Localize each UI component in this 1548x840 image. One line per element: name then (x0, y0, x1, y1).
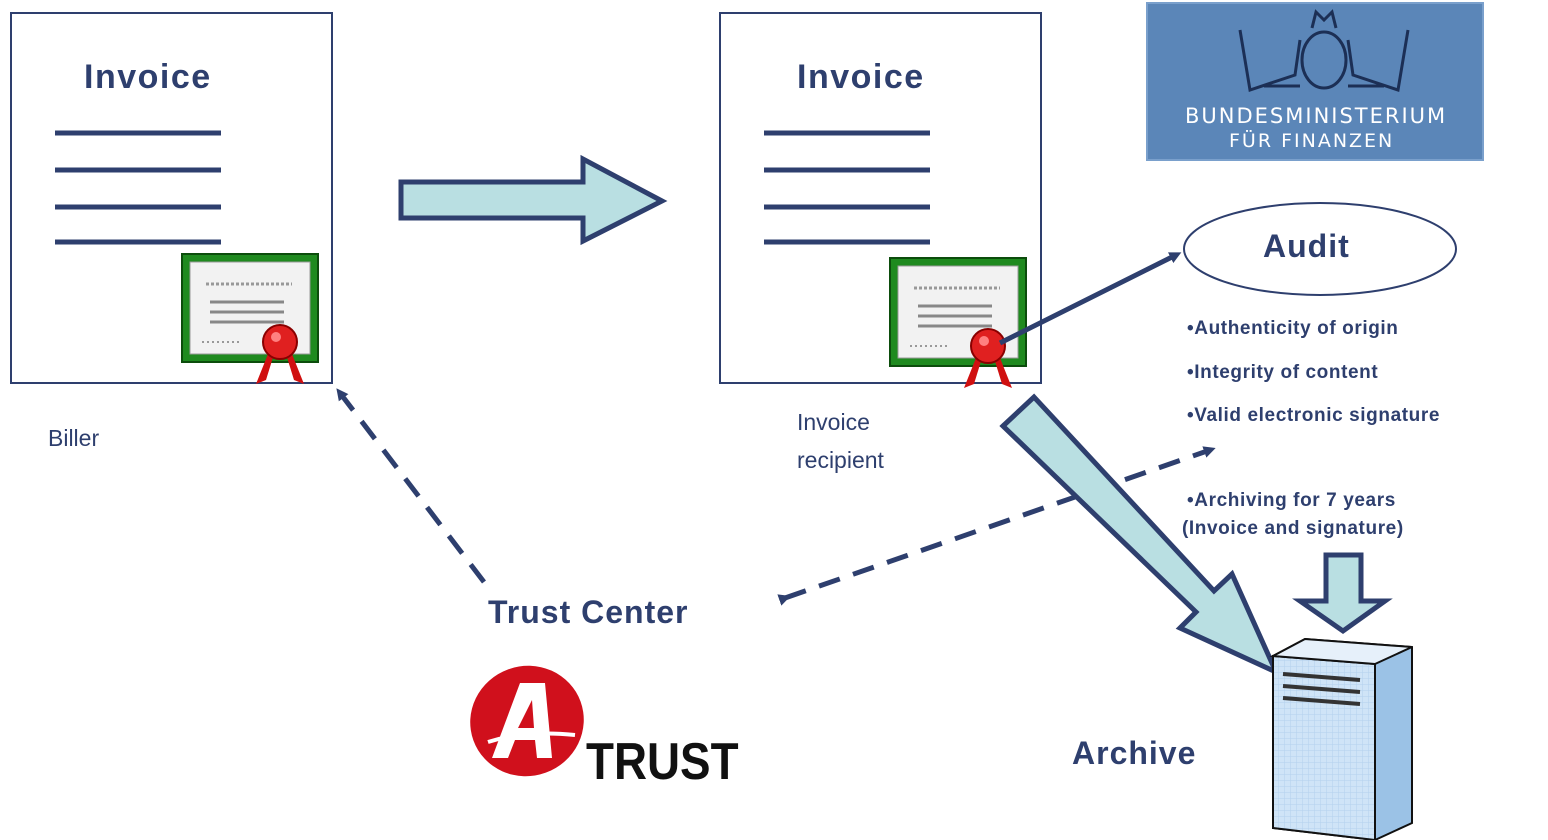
recipient-caption-line-1: Invoice (797, 409, 870, 435)
archiving-line-1: •Archiving for 7 years (1187, 490, 1396, 511)
ministry-logo-line-2: FÜR FINANZEN (1229, 130, 1395, 152)
recipient-invoice-title: Invoice (797, 58, 925, 96)
audit-label: Audit (1263, 228, 1350, 264)
biller-invoice-title: Invoice (84, 58, 212, 96)
biller-certificate-icon (181, 253, 319, 384)
audit-arrow (998, 252, 1182, 346)
trust-to-biller-dashed-arrow (336, 388, 486, 584)
transfer-arrow (398, 154, 668, 246)
biller-caption: Biller (48, 425, 100, 451)
a-trust-logo-word: TRUST (586, 733, 739, 791)
biller-invoice-lines (55, 130, 221, 245)
biller-invoice-document (10, 12, 333, 384)
recipient-caption-line-2: recipient (797, 447, 884, 473)
archive-server-icon (1269, 637, 1413, 840)
recipient-certificate-icon (889, 257, 1027, 388)
trust-audit-dashed-arrow (777, 446, 1216, 606)
archive-diagonal-arrow (999, 393, 1282, 678)
ministry-of-finance-logo (1146, 2, 1484, 161)
archive-down-arrow (1292, 552, 1393, 635)
biller-seal-icon (256, 324, 304, 384)
audit-ellipse (1183, 202, 1457, 296)
audit-check-integrity: •Integrity of content (1187, 362, 1379, 383)
archive-label: Archive (1072, 735, 1197, 771)
recipient-seal-icon (964, 328, 1012, 388)
a-trust-logo (470, 665, 584, 777)
ministry-logo-line-1: BUNDESMINISTERIUM (1185, 104, 1448, 128)
austrian-eagle-emblem-icon (1238, 9, 1410, 92)
audit-check-signature: •Valid electronic signature (1187, 405, 1441, 426)
recipient-invoice-lines (764, 130, 930, 245)
audit-check-authenticity: •Authenticity of origin (1187, 318, 1399, 339)
trust-center-label: Trust Center (488, 594, 689, 630)
recipient-invoice-document (719, 12, 1042, 388)
archiving-line-2: (Invoice and signature) (1182, 518, 1404, 539)
